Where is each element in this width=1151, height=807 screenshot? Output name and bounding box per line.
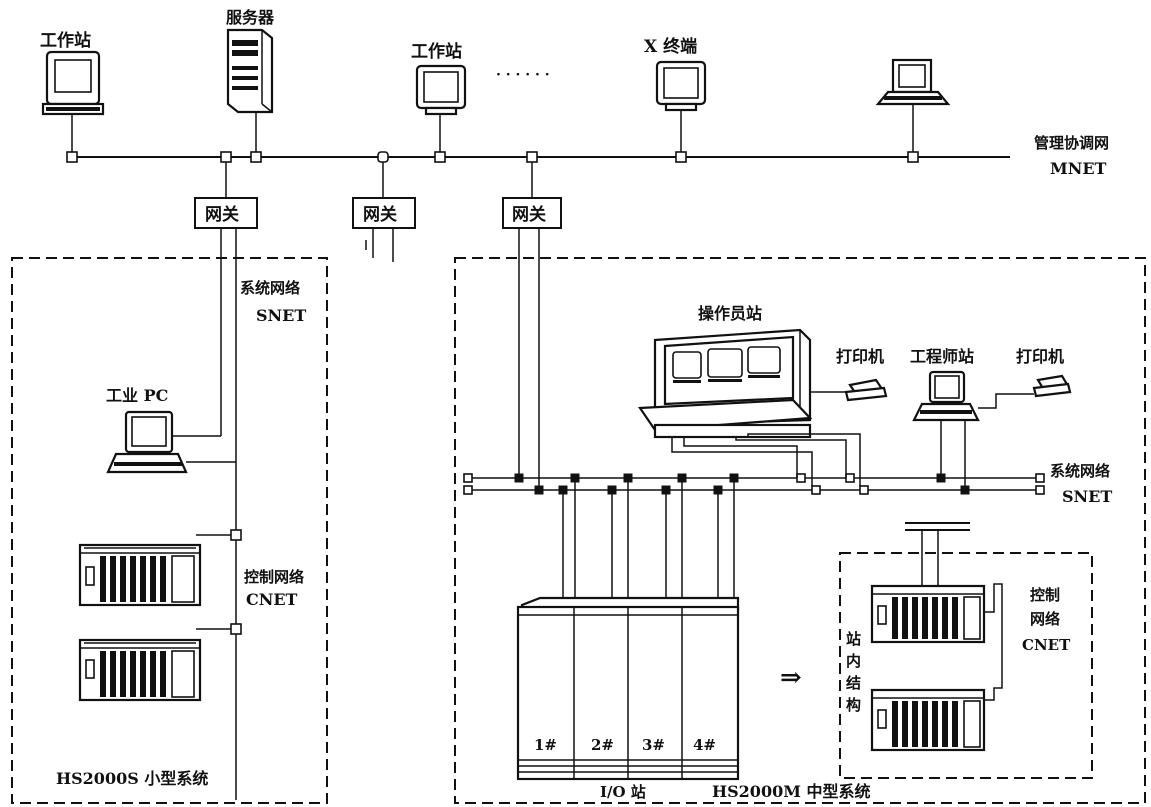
gateway-3-box	[502, 197, 562, 229]
cabinet-2-label: 2#	[591, 736, 614, 754]
arrow-label: ⇒	[780, 663, 802, 693]
mnet-label-en: MNET	[1050, 159, 1107, 178]
server-icon	[226, 28, 274, 114]
gateway-1-label: 网关	[205, 204, 239, 225]
mnet-node	[250, 151, 262, 163]
mnet-node	[66, 151, 78, 163]
workstation-mid-icon	[415, 64, 467, 116]
gateway-1-box	[194, 197, 258, 229]
printer-2-icon	[1032, 374, 1072, 398]
station-inner-label-2: 内	[846, 652, 861, 670]
mnet-node	[377, 151, 389, 163]
workstation-left-icon	[41, 50, 105, 116]
snet-left-label-en: SNET	[256, 306, 306, 325]
operator-station-icon	[637, 328, 813, 439]
engineer-station-label: 工程师站	[910, 347, 974, 366]
cnet-left-label-en: CNET	[246, 590, 298, 609]
ellipsis-label: · · · · · ·	[496, 67, 550, 83]
io-station-label: I/O 站	[600, 783, 646, 801]
medium-system-label: HS2000M 中型系统	[712, 782, 871, 801]
operator-station-label: 操作员站	[698, 304, 762, 323]
snet-right-label-cn: 系统网络	[1050, 462, 1110, 480]
gateway-3-label: 网关	[512, 204, 546, 225]
inner-rack-1-icon	[870, 584, 986, 644]
cabinet-4-label: 4#	[693, 736, 716, 754]
snet-right-label-en: SNET	[1062, 487, 1112, 506]
x-terminal-label: X 终端	[644, 36, 697, 57]
cabinet-3-label: 3#	[642, 736, 665, 754]
cnet-right-label-2: 网络	[1030, 610, 1060, 628]
cnet-right-label-1: 控制	[1030, 586, 1060, 604]
mnet-node	[434, 151, 446, 163]
inner-rack-2-icon	[870, 688, 986, 752]
gateway-2-label: 网关	[363, 204, 397, 225]
printer-1-icon	[844, 378, 888, 402]
mnet-node	[907, 151, 919, 163]
engineer-station-icon	[912, 370, 980, 422]
printer-2-label: 打印机	[1016, 347, 1064, 366]
medium-system-boundary	[454, 257, 1146, 804]
station-inner-label-4: 构	[846, 696, 861, 714]
mnet-label-cn: 管理协调网	[1034, 134, 1109, 152]
mnet-node	[675, 151, 687, 163]
workstation-mid-label: 工作站	[411, 41, 462, 62]
station-inner-boundary	[839, 552, 1093, 779]
snet-left-label-cn: 系统网络	[240, 279, 300, 297]
workstation-left-label: 工作站	[40, 30, 91, 51]
io-station-cabinets-icon	[516, 596, 740, 781]
cnet-left-label-cn: 控制网络	[244, 568, 304, 586]
station-inner-label-3: 结	[846, 674, 861, 692]
mnet-node	[220, 151, 232, 163]
gateway-2-box	[352, 197, 416, 229]
control-rack-2-icon	[78, 638, 202, 702]
server-label: 服务器	[226, 8, 275, 27]
industrial-pc-icon	[106, 410, 188, 474]
small-system-label: HS2000S 小型系统	[56, 769, 208, 788]
cnet-node	[230, 623, 242, 635]
cnet-node	[230, 529, 242, 541]
small-system-boundary	[11, 257, 328, 804]
industrial-pc-label: 工业 PC	[106, 386, 168, 405]
mnet-node	[526, 151, 538, 163]
x-terminal-icon	[655, 60, 707, 112]
cnet-right-label-en: CNET	[1022, 636, 1071, 654]
terminal-right-icon	[875, 58, 951, 106]
printer-1-label: 打印机	[836, 347, 884, 366]
cabinet-1-label: 1#	[534, 736, 557, 754]
station-inner-label-1: 站	[846, 630, 861, 648]
control-rack-1-icon	[78, 543, 202, 607]
